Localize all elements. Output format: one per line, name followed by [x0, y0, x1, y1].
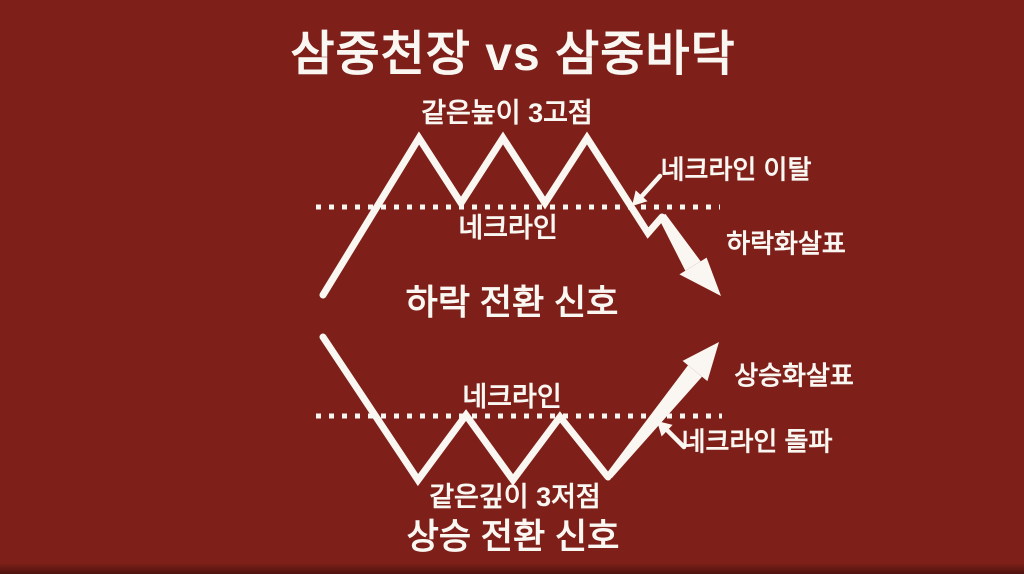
top-neckline-label: 네크라인 — [458, 212, 558, 243]
neckline-breakdown-label: 네크라인 이탈 — [660, 154, 812, 185]
triple-top-price-line — [319, 131, 666, 299]
up-arrow-label: 상승화살표 — [734, 360, 854, 391]
up-arrow-head-icon — [682, 342, 719, 382]
down-arrow-shaft — [658, 213, 701, 271]
up-arrow-shaft — [606, 365, 702, 479]
bottom-troughs-label: 같은깊이 3저점 — [429, 481, 601, 512]
breakout-annotation-arrow-shaft — [665, 428, 687, 450]
breakdown-annotation-arrow-shaft — [639, 173, 663, 199]
diagram-title: 삼중천장 vs 삼중바닥 — [290, 27, 736, 81]
top-peaks-label: 같은높이 3고점 — [421, 97, 593, 128]
bottom-neckline-label: 네크라인 — [462, 381, 562, 412]
bearish-signal-label: 하락 전환 신호 — [405, 283, 619, 323]
breakdown-annotation-arrow-head-icon — [632, 190, 648, 206]
neckline-breakout-label: 네크라인 돌파 — [681, 426, 833, 457]
triple-bottom-price-line — [319, 333, 612, 487]
down-arrow-head-icon — [679, 257, 721, 296]
breakout-annotation-arrow-head-icon — [657, 421, 673, 437]
bullish-signal-label: 상승 전환 신호 — [406, 517, 620, 557]
down-arrow-label: 하락화살표 — [726, 228, 846, 259]
